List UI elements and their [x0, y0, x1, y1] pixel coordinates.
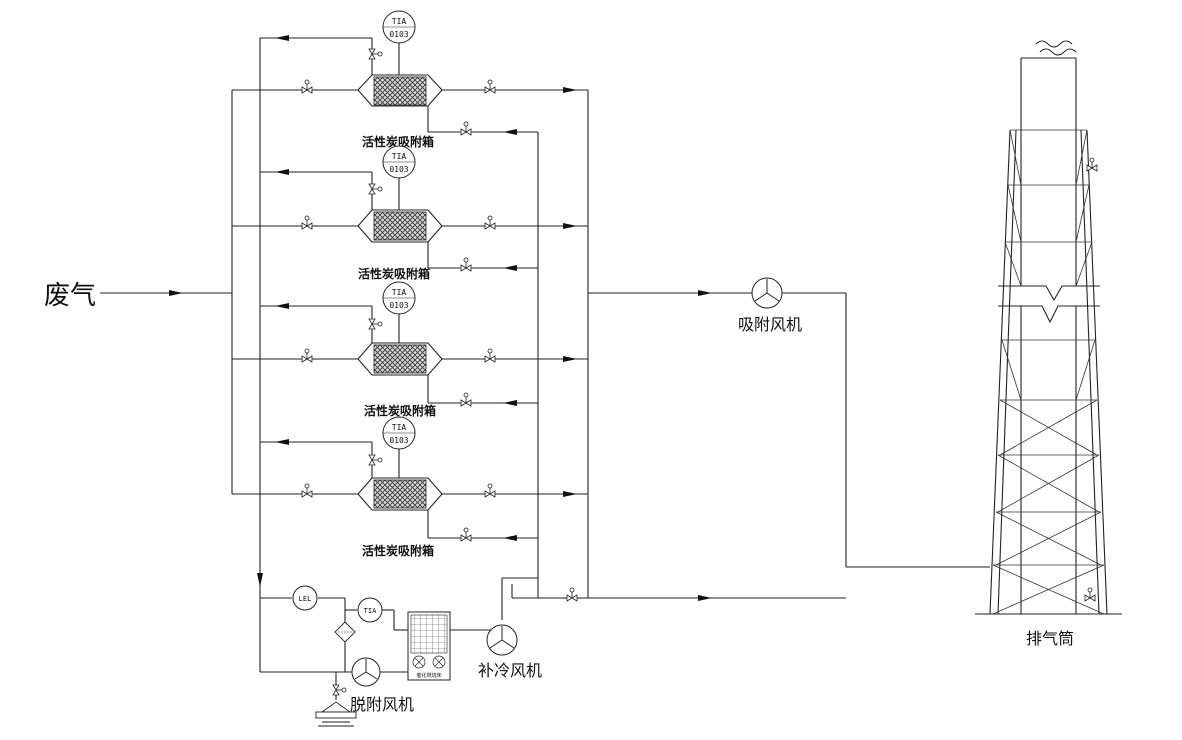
adsorber-2: TIA 0103 活性炭吸附箱 [232, 145, 588, 281]
adsorber-label: 活性炭吸附箱 [362, 134, 434, 149]
tia-tag: TIA [392, 423, 407, 432]
tia-number: 0103 [389, 30, 408, 39]
tia-tag: TIA [392, 152, 407, 161]
tia-tag: TIA [364, 607, 377, 615]
cooling-fan-label: 补冷风机 [478, 661, 542, 680]
desorption-fan-label: 脱附风机 [350, 695, 414, 714]
fan-icon [432, 655, 446, 669]
catalytic-bed-label: 催化燃烧床 [416, 672, 441, 679]
desorption-fan-icon [351, 657, 381, 687]
catalytic-bed: 催化燃烧床 [407, 611, 451, 681]
exhaust-stack [975, 40, 1122, 615]
inlet-label: 废气 [44, 281, 96, 311]
fan-icon [412, 655, 426, 669]
tia-number: 0103 [389, 165, 408, 174]
tia-tag: TIA [392, 288, 407, 297]
desorption-section: LEL TIA 催化燃烧床 [260, 585, 542, 727]
cooling-fan-icon [486, 624, 518, 656]
adsorber-label: 活性炭吸附箱 [364, 403, 436, 418]
tia-tag: TIA [392, 17, 407, 26]
adsorber-4: TIA 0103 活性炭吸附箱 [232, 416, 588, 558]
stack-label: 排气筒 [1026, 629, 1074, 648]
tia-number: 0103 [389, 301, 408, 310]
adsorption-fan-icon [751, 277, 783, 309]
adsorption-fan-label: 吸附风机 [738, 315, 802, 334]
piping [100, 38, 990, 672]
lel-tag: LEL [299, 595, 312, 603]
adsorber-1: TIA 0103 活性炭吸附箱 [232, 10, 588, 149]
adsorber-label: 活性炭吸附箱 [358, 266, 430, 281]
tia-number: 0103 [389, 436, 408, 445]
vent-hood-icon [315, 701, 357, 727]
adsorber-label: 活性炭吸附箱 [362, 543, 434, 558]
adsorber-3: TIA 0103 活性炭吸附箱 [232, 281, 588, 418]
lel-instrument [292, 585, 318, 611]
